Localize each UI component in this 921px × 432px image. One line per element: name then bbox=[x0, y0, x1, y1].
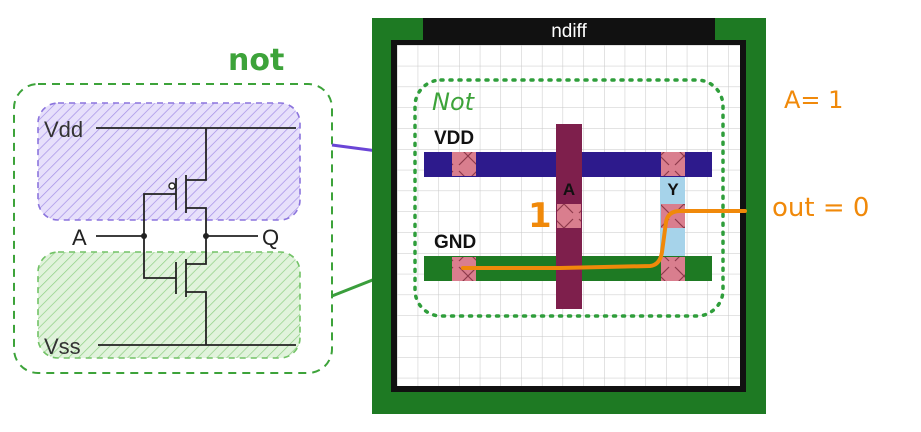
output-trace bbox=[461, 209, 747, 270]
input-state-note: A= 1 bbox=[784, 86, 843, 114]
layout-output-label: Y bbox=[667, 180, 679, 199]
input-label: A bbox=[72, 225, 87, 250]
contact-gate bbox=[557, 204, 581, 228]
header-bar bbox=[423, 18, 715, 42]
cell-title: Not bbox=[432, 88, 476, 116]
vss-label: Vss bbox=[44, 334, 81, 359]
output-state-note: out = 0 bbox=[772, 193, 869, 223]
pmos-bubble bbox=[168, 182, 176, 190]
output-label: Q bbox=[262, 225, 279, 250]
header-label: ndiff bbox=[551, 21, 587, 42]
pullup-region bbox=[37, 102, 301, 221]
gate-wiring bbox=[143, 128, 207, 345]
contact-vdd-left bbox=[452, 152, 476, 176]
schematic: not Vdd Vss A Q bbox=[13, 43, 333, 374]
contact-vdd-right bbox=[661, 152, 685, 176]
pulldown-region bbox=[37, 251, 301, 359]
gnd-rail-label: GND bbox=[434, 232, 476, 253]
vdd-label: Vdd bbox=[44, 117, 83, 142]
input-value: 1 bbox=[528, 196, 552, 236]
layout-input-label: A bbox=[563, 180, 575, 199]
contact-gnd-right bbox=[661, 257, 685, 281]
vdd-rail-label: VDD bbox=[434, 128, 474, 149]
schematic-title: not bbox=[228, 43, 284, 78]
layout-cell: ndiff Not VDD GND A Y 1 bbox=[372, 18, 766, 414]
cell-outline bbox=[413, 78, 725, 318]
schematic-dashed-frame bbox=[13, 83, 333, 374]
